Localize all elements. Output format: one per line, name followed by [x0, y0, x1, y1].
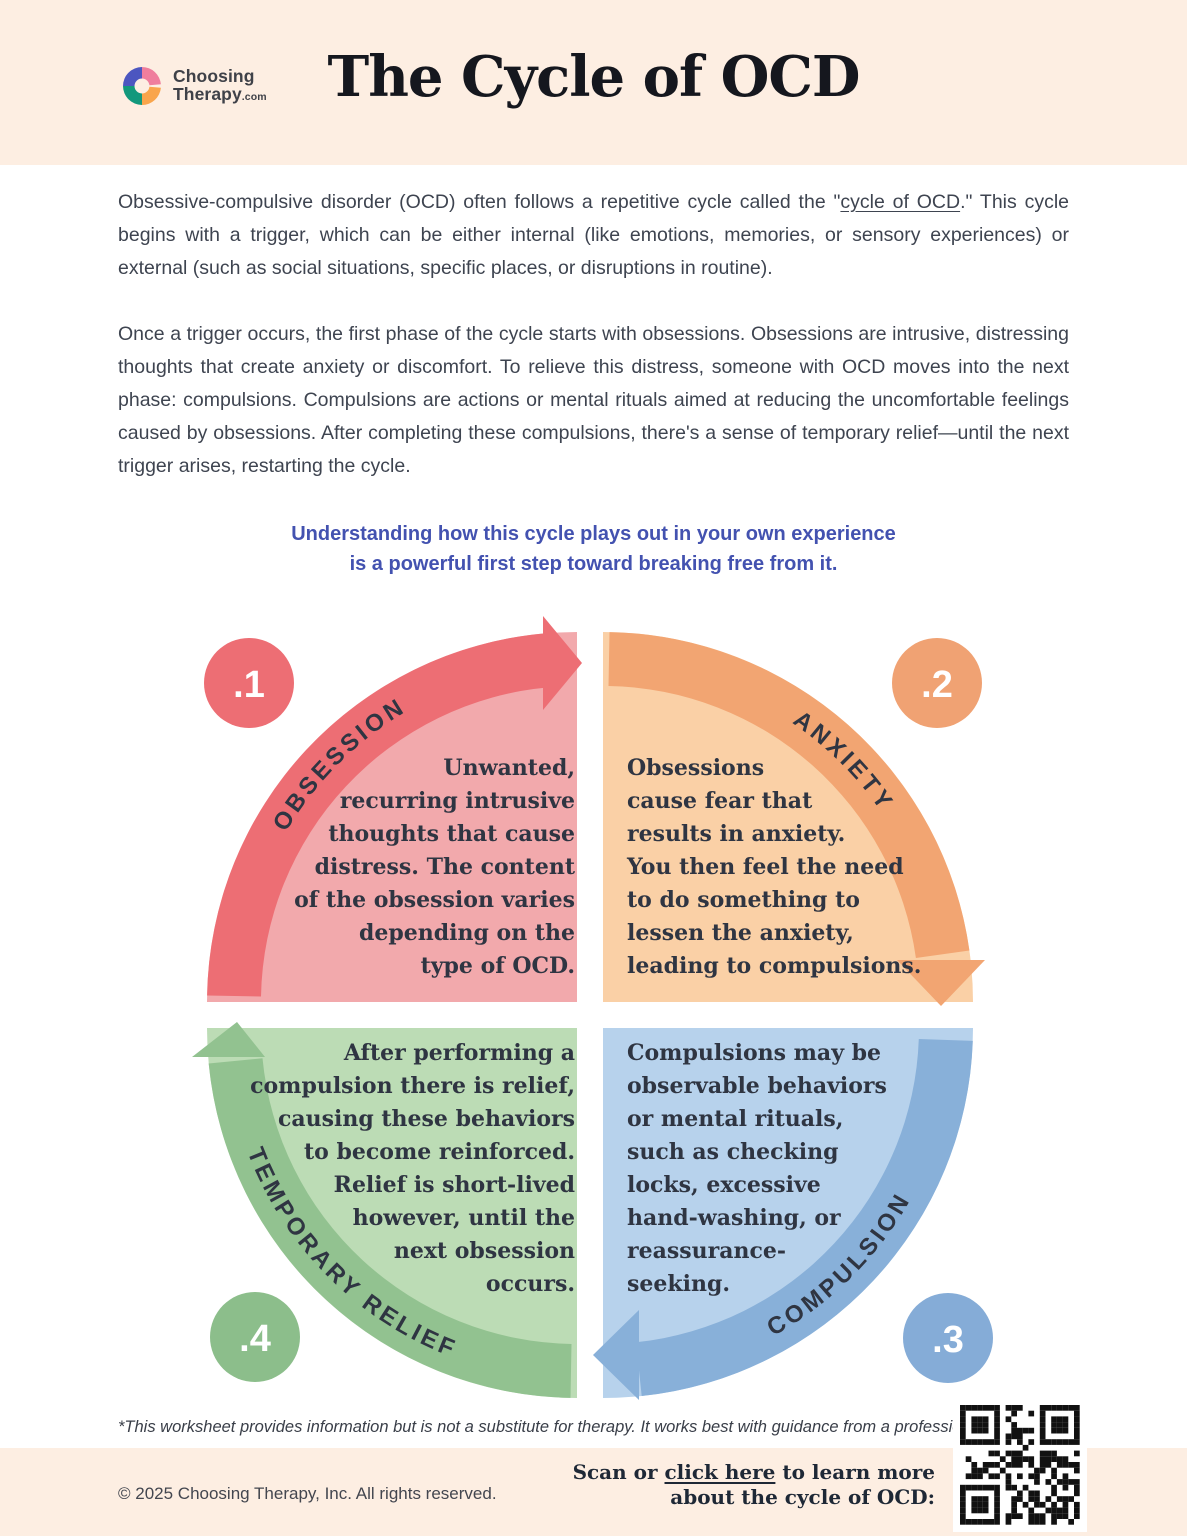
anxiety-arrowhead-down [897, 960, 985, 1006]
temporary-relief-quadrant-fill [207, 1028, 577, 1398]
step-3-number: .3 [932, 1319, 964, 1361]
copyright-notice: © 2025 Choosing Therapy, Inc. All rights… [118, 1484, 497, 1503]
page-title: The Cycle of OCD [327, 44, 861, 110]
cycle-diagram-svg: OBSESSION ANXIETY COMPULSION TEMPORARY R… [192, 616, 993, 1400]
brand-name-line1: Choosing [173, 65, 255, 86]
compulsion-quadrant-fill [603, 1028, 973, 1398]
anxiety-arc-band [608, 632, 970, 958]
brand-suffix: .com [241, 90, 267, 103]
anxiety-quadrant-fill [603, 632, 973, 1002]
step-1-number: .1 [233, 664, 265, 706]
temporary-relief-arc-band [208, 1058, 572, 1398]
qr-code-image [953, 1398, 1087, 1532]
brand-name-line2: Therapy.com [173, 83, 267, 104]
scan-cta-line2: about the cycle of OCD: [670, 1485, 935, 1509]
cycle-of-ocd-link[interactable]: cycle of OCD [840, 191, 961, 213]
step-1-badge [204, 638, 294, 728]
header-band [0, 0, 1187, 165]
step-4-number: .4 [239, 1318, 271, 1360]
qr-code [953, 1398, 1087, 1532]
step-2-number: .2 [921, 664, 953, 706]
temporary-relief-arrowhead-up [192, 1022, 265, 1057]
obsession-arc-band [207, 633, 550, 997]
intro-p1-after: ." This cycle begins with a trigger, whi… [118, 191, 1069, 279]
intro-paragraph-2: Once a trigger occurs, the first phase o… [118, 323, 1069, 477]
scan-cta-line1: Scan or click here to learn more [572, 1460, 935, 1484]
obsession-quadrant-fill [207, 632, 577, 1002]
step-2-badge [892, 638, 982, 728]
scan-cta: Scan or click here to learn more about t… [515, 1460, 935, 1510]
click-here-link[interactable]: click here [664, 1460, 776, 1484]
highlight-statement: Understanding how this cycle plays out i… [291, 523, 896, 575]
step-4-badge [210, 1292, 300, 1382]
obsession-arrowhead-right [543, 616, 582, 710]
compulsion-arc-band [636, 1039, 973, 1396]
intro-p1-before: Obsessive-compulsive disorder (OCD) ofte… [118, 191, 841, 213]
ocd-cycle-diagram: OBSESSION ANXIETY COMPULSION TEMPORARY R… [185, 610, 1001, 1402]
brand-logo-text: Choosing Therapy.com [173, 67, 267, 106]
choosing-therapy-logo-icon [123, 67, 161, 105]
intro-paragraph-1: Obsessive-compulsive disorder (OCD) ofte… [118, 186, 1069, 285]
brand-logo: Choosing Therapy.com [120, 64, 267, 108]
compulsion-arrowhead-left [593, 1310, 639, 1400]
disclaimer-note: *This worksheet provides information but… [118, 1418, 989, 1436]
step-3-badge [903, 1293, 993, 1383]
